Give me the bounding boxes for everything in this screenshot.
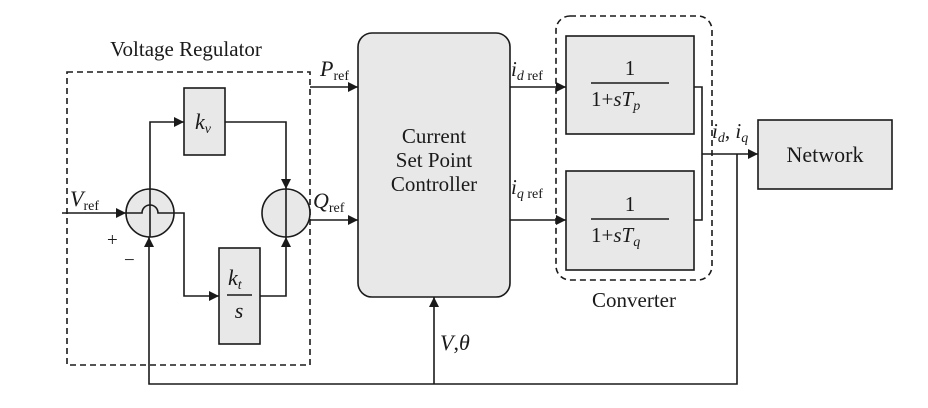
branch-to-kv	[149, 121, 184, 189]
feedback-arrowhead	[144, 237, 154, 247]
tq-output-line	[694, 154, 703, 221]
kt-block	[218, 247, 261, 345]
idref-arrowhead	[556, 82, 566, 92]
network-block	[757, 119, 893, 190]
iqref-arrowhead	[556, 215, 566, 225]
tp-denominator: 1+sTp	[591, 87, 640, 114]
minus-sign: −	[124, 250, 135, 271]
converter-boundary	[555, 15, 713, 281]
v-theta-arrowhead	[429, 297, 439, 307]
vref-arrowhead	[116, 208, 126, 218]
controller-line2: Set Point	[396, 148, 473, 172]
sum2-top-arrowhead	[281, 179, 291, 189]
idref-label: id ref	[511, 57, 543, 84]
tp-numerator: 1	[625, 56, 636, 80]
sum2-bottom-arrowhead	[281, 237, 291, 247]
qref-arrowhead	[348, 215, 358, 225]
voltage-regulator-boundary	[66, 71, 311, 366]
tp-output-line	[694, 86, 703, 154]
kt-to-sum2	[260, 237, 287, 297]
kv-label: kv	[195, 109, 212, 137]
id-iq-label: id, iq	[712, 119, 748, 146]
tq-denominator: 1+sTq	[591, 223, 640, 250]
network-label: Network	[787, 142, 864, 167]
network-input-arrowhead	[748, 149, 758, 159]
kv-input-arrowhead	[174, 117, 184, 127]
qref-label: Qref	[313, 188, 345, 216]
pref-arrowhead	[348, 82, 358, 92]
feedback-line	[148, 154, 738, 385]
vref-label: Vref	[70, 186, 99, 214]
controller-line1: Current	[402, 124, 466, 148]
branch-to-kt	[174, 212, 219, 297]
kt-input-arrowhead	[209, 291, 219, 301]
tq-numerator: 1	[625, 192, 636, 216]
controller-line3: Controller	[391, 172, 477, 196]
pref-label: Pref	[319, 56, 349, 84]
kt-numerator: kt	[228, 265, 243, 293]
plus-sign: +	[107, 230, 118, 251]
iqref-label: iq ref	[511, 175, 543, 202]
voltage-regulator-title: Voltage Regulator	[110, 37, 262, 61]
tp-transfer-block	[565, 35, 695, 135]
v-theta-label: V,θ	[440, 330, 470, 355]
converter-title: Converter	[592, 288, 676, 312]
tq-transfer-block	[565, 170, 695, 271]
kt-denominator: s	[235, 298, 244, 323]
kv-to-sum2	[225, 121, 287, 189]
